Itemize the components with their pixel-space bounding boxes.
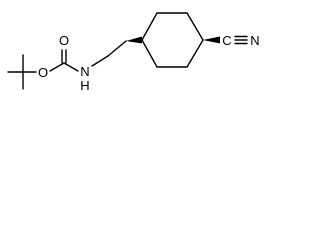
ring-bond-left-lower [141,39,158,68]
bond-carbonyl-carbon-to-nitrogen [63,62,79,72]
ring-bond-top [141,12,158,41]
ester-oxygen-label: O [38,65,48,80]
ring-wedge-bond-right [203,36,220,44]
ring-wedge-bond-left [126,36,142,44]
cyclohexane-ring [126,12,204,68]
amine-nitrogen-label: N [80,64,89,79]
carbamate-group: O O [38,33,79,80]
tert-butyl-group [7,54,37,90]
carbonyl-oxygen-label: O [59,33,69,48]
ring-bond-right-upper [186,12,204,41]
ring-bond-right-lower [186,39,204,68]
amine-group: N H [80,40,127,93]
bond-methylene-to-ring [107,40,127,57]
chemical-structure: O O N H C N [7,12,260,93]
nitrile-carbon-label: C [222,33,231,48]
nitrile-nitrogen-label: N [250,33,259,48]
bond-oxygen-to-carbonyl-carbon [49,62,65,72]
bond-nitrogen-to-methylene [91,55,109,67]
amine-hydrogen-label: H [80,78,89,93]
nitrile-group: C N [203,33,260,48]
